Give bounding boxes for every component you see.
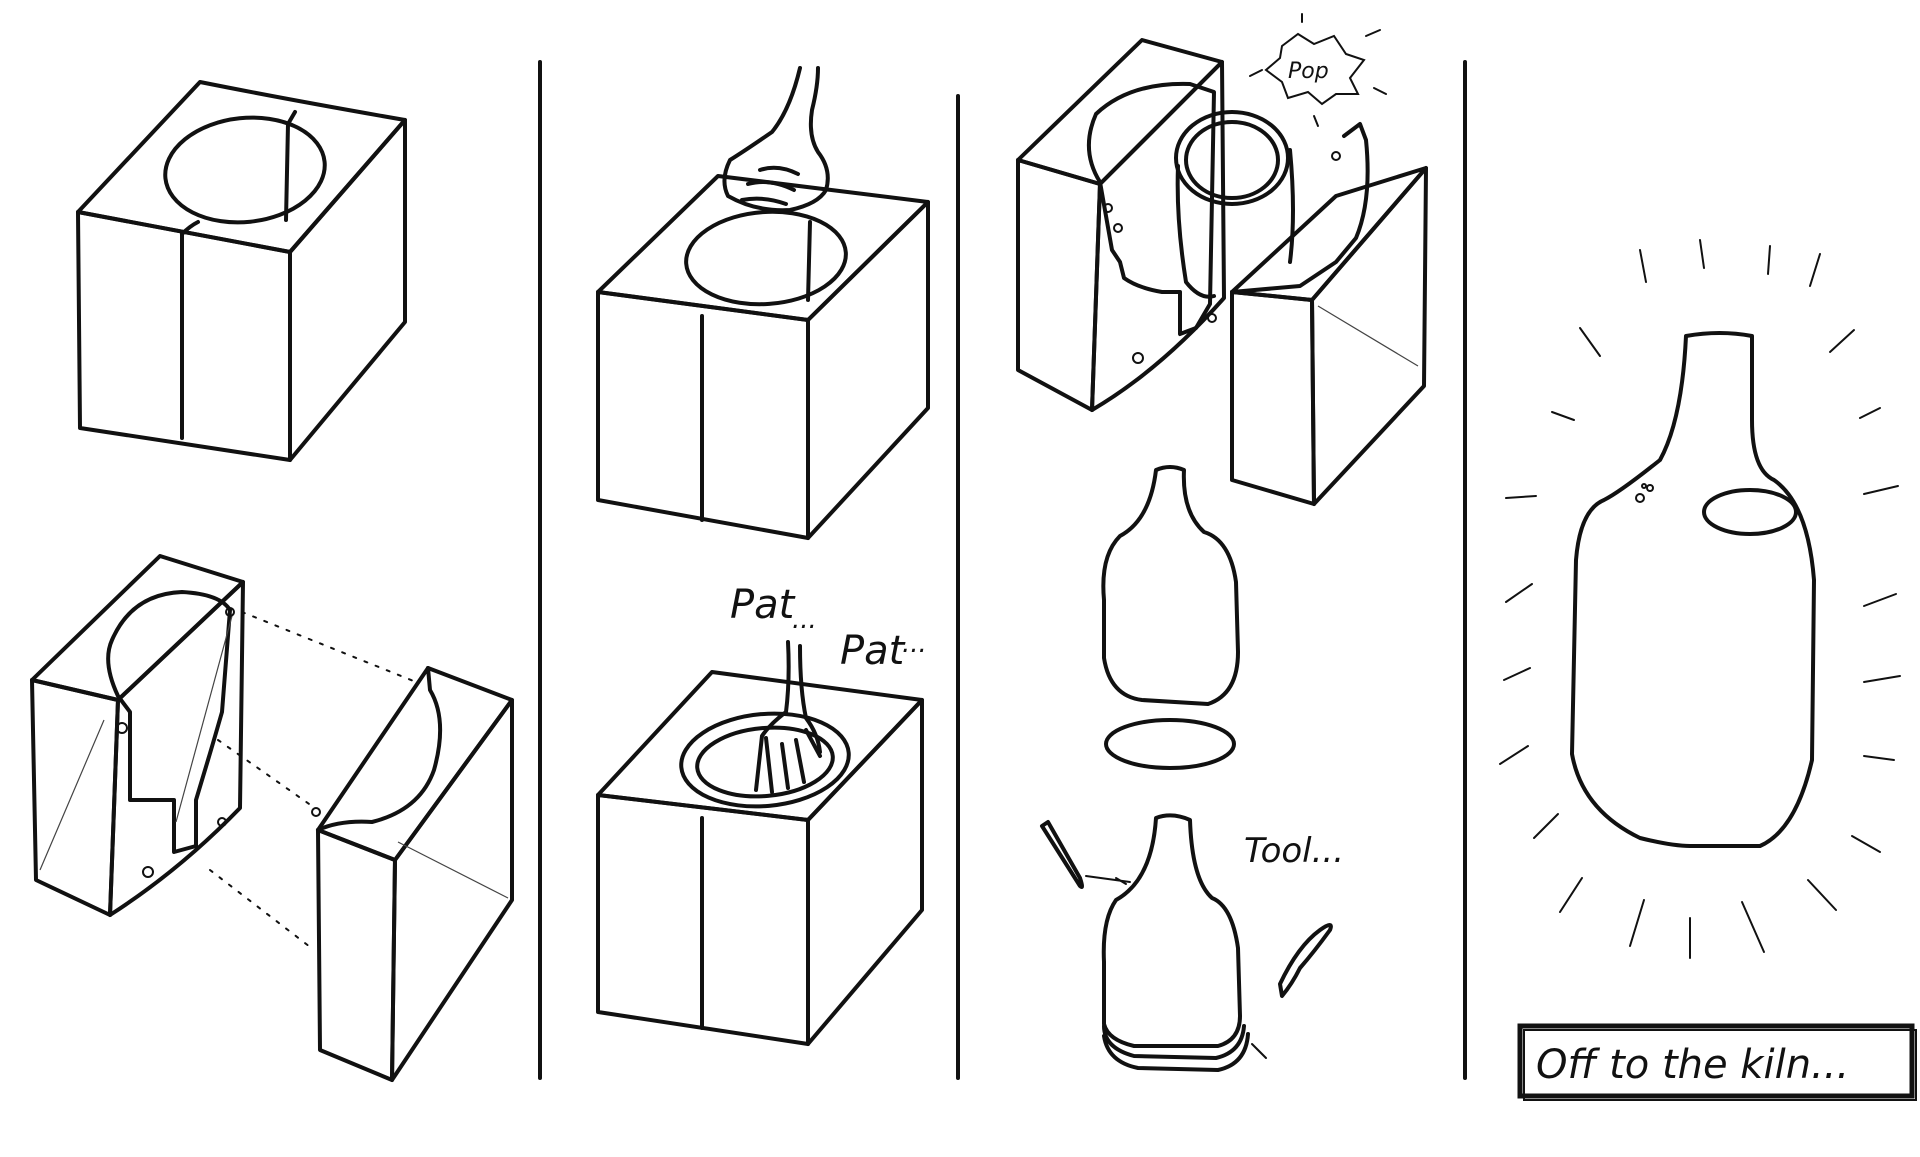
mold-left-open bbox=[1016, 38, 1226, 412]
caption-box: Off to the kiln... bbox=[1517, 1023, 1917, 1101]
pop-label: Pop bbox=[1288, 59, 1329, 84]
panel-release-and-tool: Pop Tool... bbox=[1016, 13, 1428, 1072]
released-cylinder bbox=[1174, 110, 1295, 299]
open-mold-left-half bbox=[30, 554, 245, 917]
panel-press-clay: Pat ... Pat ... bbox=[596, 66, 930, 1046]
panel-finished-bottle: Off to the kiln... bbox=[1499, 239, 1917, 1101]
alignment-lines bbox=[209, 611, 417, 951]
pat-dots-2: ... bbox=[902, 629, 927, 659]
mold-right-open bbox=[1230, 122, 1428, 506]
glow-rays bbox=[1499, 239, 1901, 959]
closed-mold-block bbox=[76, 80, 407, 462]
open-mold-right-half bbox=[311, 666, 514, 1082]
caption-text: Off to the kiln... bbox=[1536, 1042, 1849, 1088]
finished-bottle bbox=[1570, 331, 1816, 848]
tool-scraper bbox=[1278, 923, 1333, 998]
tool-label: Tool... bbox=[1244, 831, 1344, 871]
tool-knife bbox=[1040, 820, 1084, 889]
panel-dividers bbox=[538, 60, 1467, 1080]
mold-with-hand-pressing bbox=[596, 670, 924, 1046]
panel-split-mold bbox=[30, 80, 514, 1082]
pat-label-2: Pat bbox=[840, 628, 906, 674]
bottle-tooling bbox=[1040, 813, 1333, 1072]
pat-label-1: Pat bbox=[730, 582, 796, 628]
hand-patting bbox=[754, 640, 822, 794]
bottle-and-base bbox=[1101, 465, 1240, 770]
hand-holding-clay bbox=[722, 66, 830, 213]
pat-dots-1: ... bbox=[792, 605, 817, 635]
pop-burst: Pop bbox=[1249, 13, 1387, 127]
mold-with-clay-ball bbox=[596, 174, 930, 540]
